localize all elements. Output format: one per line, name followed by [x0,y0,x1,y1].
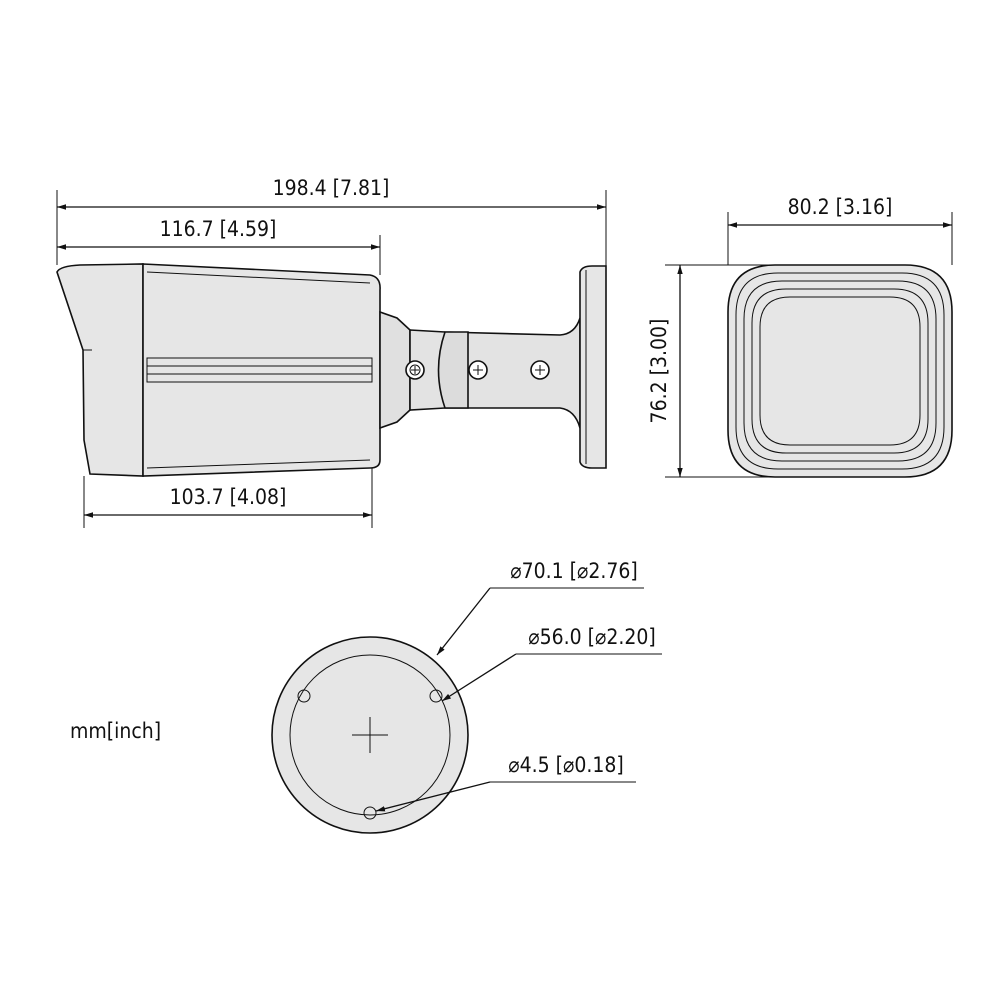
overall-length-label: 198.4 [7.81] [273,176,390,200]
dim-base-diameter: ⌀70.1 [⌀2.76] [436,559,644,656]
front-outer-shell [727,264,953,478]
side-view [56,263,607,477]
housing-length-label: 116.7 [4.59] [160,217,277,241]
units-label: mm[inch] [70,719,161,743]
screw-icon [405,360,425,380]
mounting-hole [297,689,311,703]
base-view [271,636,469,834]
screw-icon [530,360,550,380]
sun-shield [56,263,144,477]
mounting-hole [363,806,377,820]
front-height-label: 76.2 [3.00] [647,319,671,424]
dim-bolt-circle: ⌀56.0 [⌀2.20] [441,625,662,702]
dim-front-height: 76.2 [3.00] [647,264,775,478]
dim-hole-diameter: ⌀4.5 [⌀0.18] [375,753,636,812]
dim-front-width: 80.2 [3.16] [727,195,953,265]
camera-body [142,263,381,477]
front-lens-window [759,296,921,446]
dim-body-length: 103.7 [4.08] [83,468,373,528]
hole-diameter-label: ⌀4.5 [⌀0.18] [508,753,624,777]
screw-icon [468,360,488,380]
dim-overall-length: 198.4 [7.81] [56,176,607,266]
base-diameter-label: ⌀70.1 [⌀2.76] [510,559,638,583]
front-view [727,264,953,478]
body-length-label: 103.7 [4.08] [170,485,287,509]
front-width-label: 80.2 [3.16] [788,195,893,219]
base-inner-circle [289,654,451,816]
mounting-base [579,265,607,469]
bracket-joint [437,331,469,409]
dim-housing-length: 116.7 [4.59] [57,217,381,275]
bracket-arm [409,317,581,429]
bolt-circle-label: ⌀56.0 [⌀2.20] [528,625,656,649]
